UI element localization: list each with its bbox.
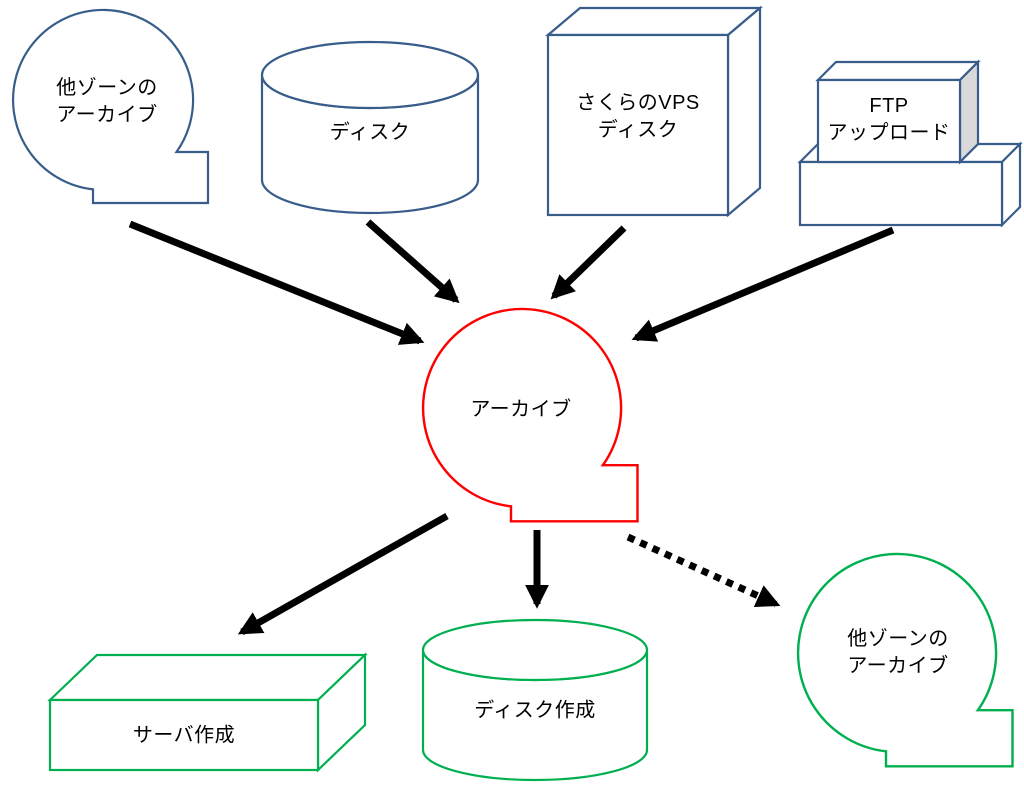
arrows <box>128 219 895 636</box>
cube-top-face <box>544 6 764 37</box>
label-ftp-upload: FTP アップロード <box>827 95 951 144</box>
server-front-face <box>48 698 320 772</box>
cube-front-face <box>546 33 730 217</box>
node-other-zone-archive-dest <box>796 552 1014 768</box>
node-disk-create <box>421 618 649 782</box>
archive-bubble-icon <box>796 552 1014 768</box>
node-server-create <box>47 652 368 773</box>
node-sakura-vps-disk <box>544 5 764 218</box>
cylinder-top <box>260 40 480 110</box>
node-other-zone-archive-source <box>11 8 210 205</box>
label-other-zone-archive-source: 他ゾーンの アーカイブ <box>56 77 158 126</box>
node-disk <box>260 40 480 215</box>
label-disk: ディスク <box>329 121 411 144</box>
node-archive <box>421 307 639 523</box>
arrow-vps-to-archive <box>550 225 627 300</box>
arrow-disk-to-archive <box>365 219 460 304</box>
server-top-face <box>47 653 368 702</box>
label-disk-create: ディスク作成 <box>474 699 596 722</box>
arrow-other-zone-to-archive <box>128 220 425 345</box>
label-other-zone-archive-dest: 他ゾーンの アーカイブ <box>847 628 949 677</box>
cube-right-face <box>726 5 762 218</box>
ftp-box-right-face <box>958 59 980 165</box>
label-server-create: サーバ作成 <box>132 724 236 747</box>
ftp-box-top-face <box>815 60 981 82</box>
archive-bubble-icon <box>11 8 210 205</box>
arrow-archive-to-other-zone-dashed <box>626 533 781 608</box>
arrow-ftp-to-archive <box>631 226 895 342</box>
ftp-box-front-face <box>816 78 962 164</box>
node-ftp-upload <box>797 59 1023 228</box>
label-sakura-vps-disk: さくらのVPS ディスク <box>576 92 700 141</box>
ftp-base-front-face <box>798 160 1004 227</box>
cylinder-top <box>421 618 649 682</box>
arrow-archive-to-server <box>237 512 449 636</box>
label-archive: アーカイブ <box>470 398 572 421</box>
archive-bubble-icon <box>421 307 639 523</box>
